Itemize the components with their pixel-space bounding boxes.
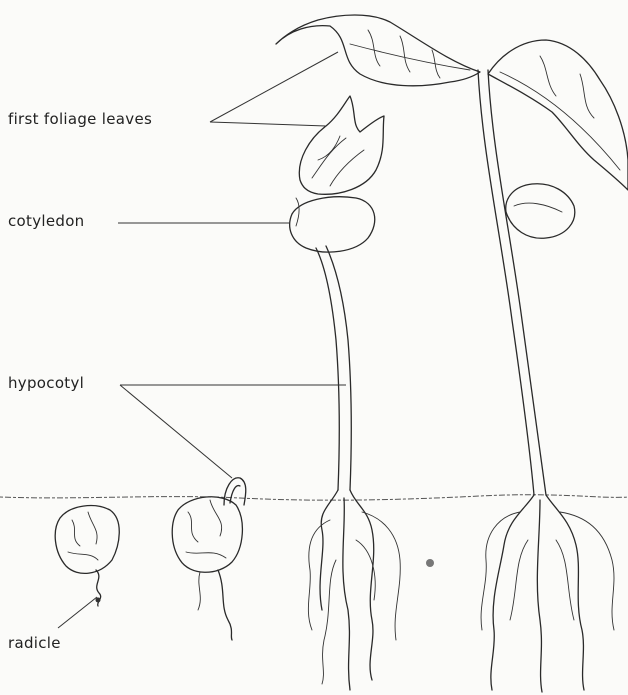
seed-stage-1 <box>55 506 119 606</box>
label-cotyledon: cotyledon <box>8 212 84 230</box>
seedling-stage-3 <box>290 96 401 690</box>
leader-radicle <box>58 597 97 628</box>
leader-foliage-2 <box>210 122 326 126</box>
leader-hypocotyl-2 <box>120 385 232 478</box>
seed-stage-2 <box>172 478 246 640</box>
leader-foliage-1 <box>210 52 338 122</box>
label-first-foliage-leaves: first foliage leaves <box>8 110 152 128</box>
seed-coat-speck <box>426 559 434 567</box>
label-radicle: radicle <box>8 634 61 652</box>
label-hypocotyl: hypocotyl <box>8 374 84 392</box>
seedling-stage-4 <box>276 15 628 692</box>
